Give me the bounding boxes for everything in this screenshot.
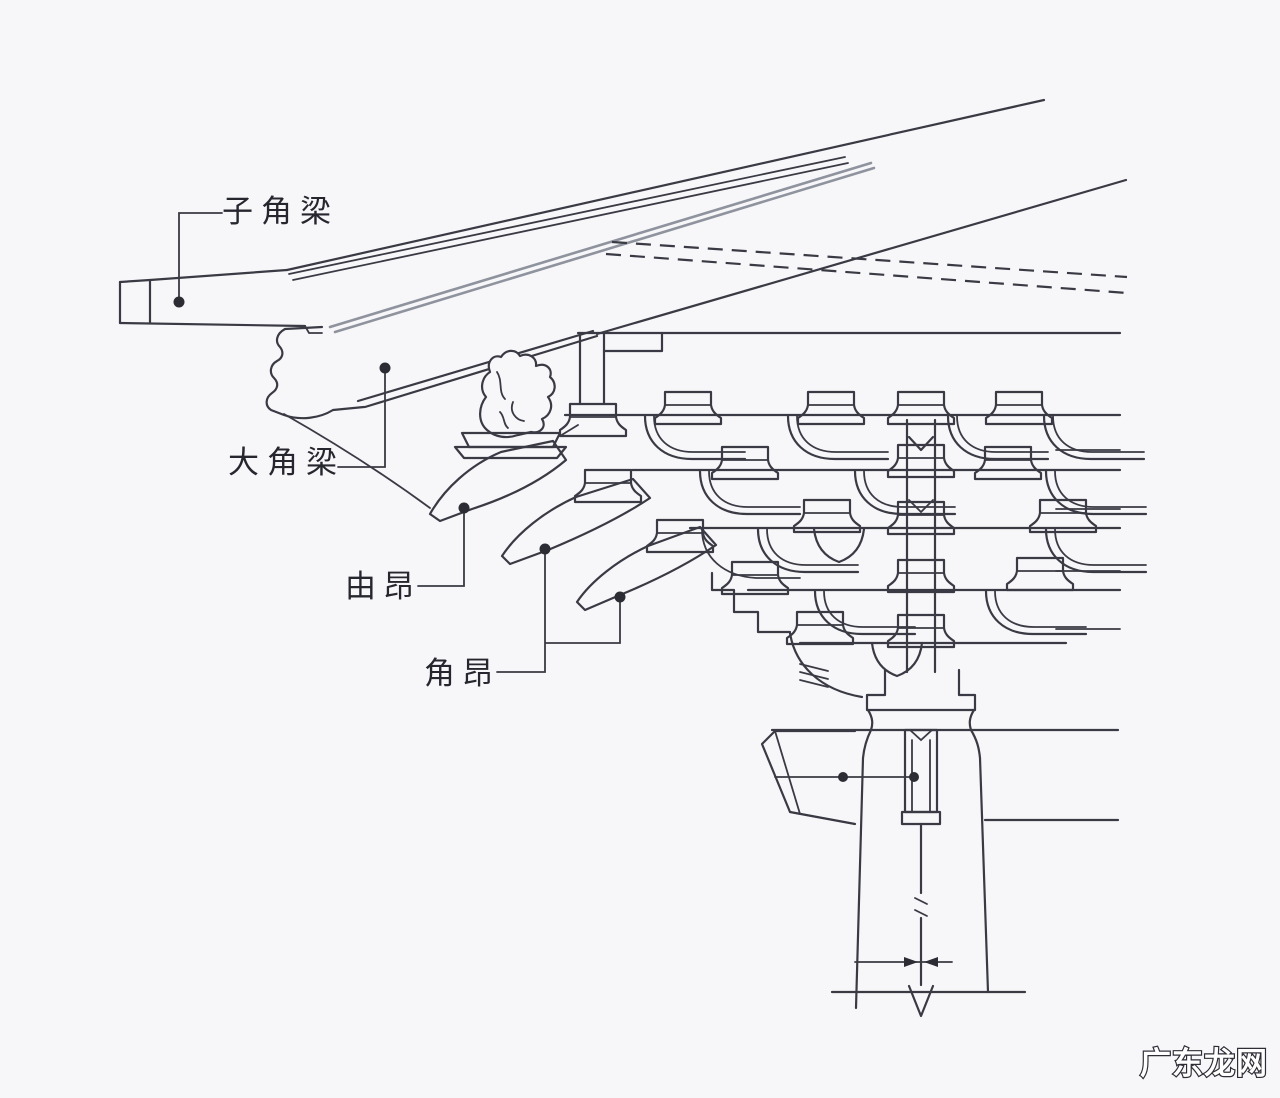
column-break	[907, 984, 935, 1018]
beam-bottom-edge-2	[363, 334, 599, 409]
leader-lines	[173, 212, 626, 673]
label-jiaoang: 角昂	[424, 656, 500, 691]
beam-tail-curve	[283, 413, 431, 509]
jiao-ang-beak-2	[575, 525, 718, 612]
corner-beam-top-edge-2	[292, 162, 849, 281]
jiao-ang-beak-1	[500, 477, 652, 566]
beast-platform-lower	[453, 445, 568, 460]
you-ang-beak	[428, 439, 568, 523]
label-youang: 由昂	[345, 569, 421, 604]
big-corner-beam	[265, 325, 599, 509]
corner-beam-top-edge-1	[288, 156, 846, 275]
tenon-plate	[903, 728, 939, 814]
central-shaft	[905, 418, 937, 674]
beast-detail	[496, 371, 525, 429]
leader-dajiaoliang	[337, 371, 386, 468]
column-assembly	[760, 708, 1120, 1018]
roof-ridge-line	[285, 98, 1046, 272]
hip-beam-edge-2	[333, 166, 876, 334]
roof-diagonal-lines	[285, 98, 1128, 336]
column-right-edge	[968, 708, 990, 994]
leader-youang	[417, 512, 465, 587]
label-dajiaoliang: 大角梁	[228, 445, 345, 480]
beast-outline	[479, 349, 556, 439]
beam-scroll-molding	[265, 325, 366, 420]
label-zijiaoliang: 子角梁	[222, 194, 339, 229]
leader-jiaoang	[496, 553, 621, 673]
small-corner-beam	[118, 268, 307, 328]
hatch-lines	[799, 663, 829, 688]
hidden-line-upper	[611, 240, 1128, 279]
site-watermark: 广东龙网	[1139, 1046, 1268, 1081]
break-ticks	[914, 897, 928, 917]
leader-zijiaoliang	[178, 212, 223, 299]
stepped-profile	[710, 571, 792, 634]
beam-stubs	[1055, 449, 1121, 630]
ang-beaks	[428, 439, 718, 612]
beam-bottom-edge-1	[356, 329, 595, 403]
column-left-edge	[854, 708, 874, 1010]
hip-beam-edge-1	[328, 161, 873, 329]
base-dou	[865, 668, 977, 712]
hidden-line-lower	[605, 252, 1128, 295]
guardian-beast	[453, 349, 579, 460]
dougong-cluster	[558, 331, 1148, 712]
rafter-line	[595, 178, 1128, 336]
